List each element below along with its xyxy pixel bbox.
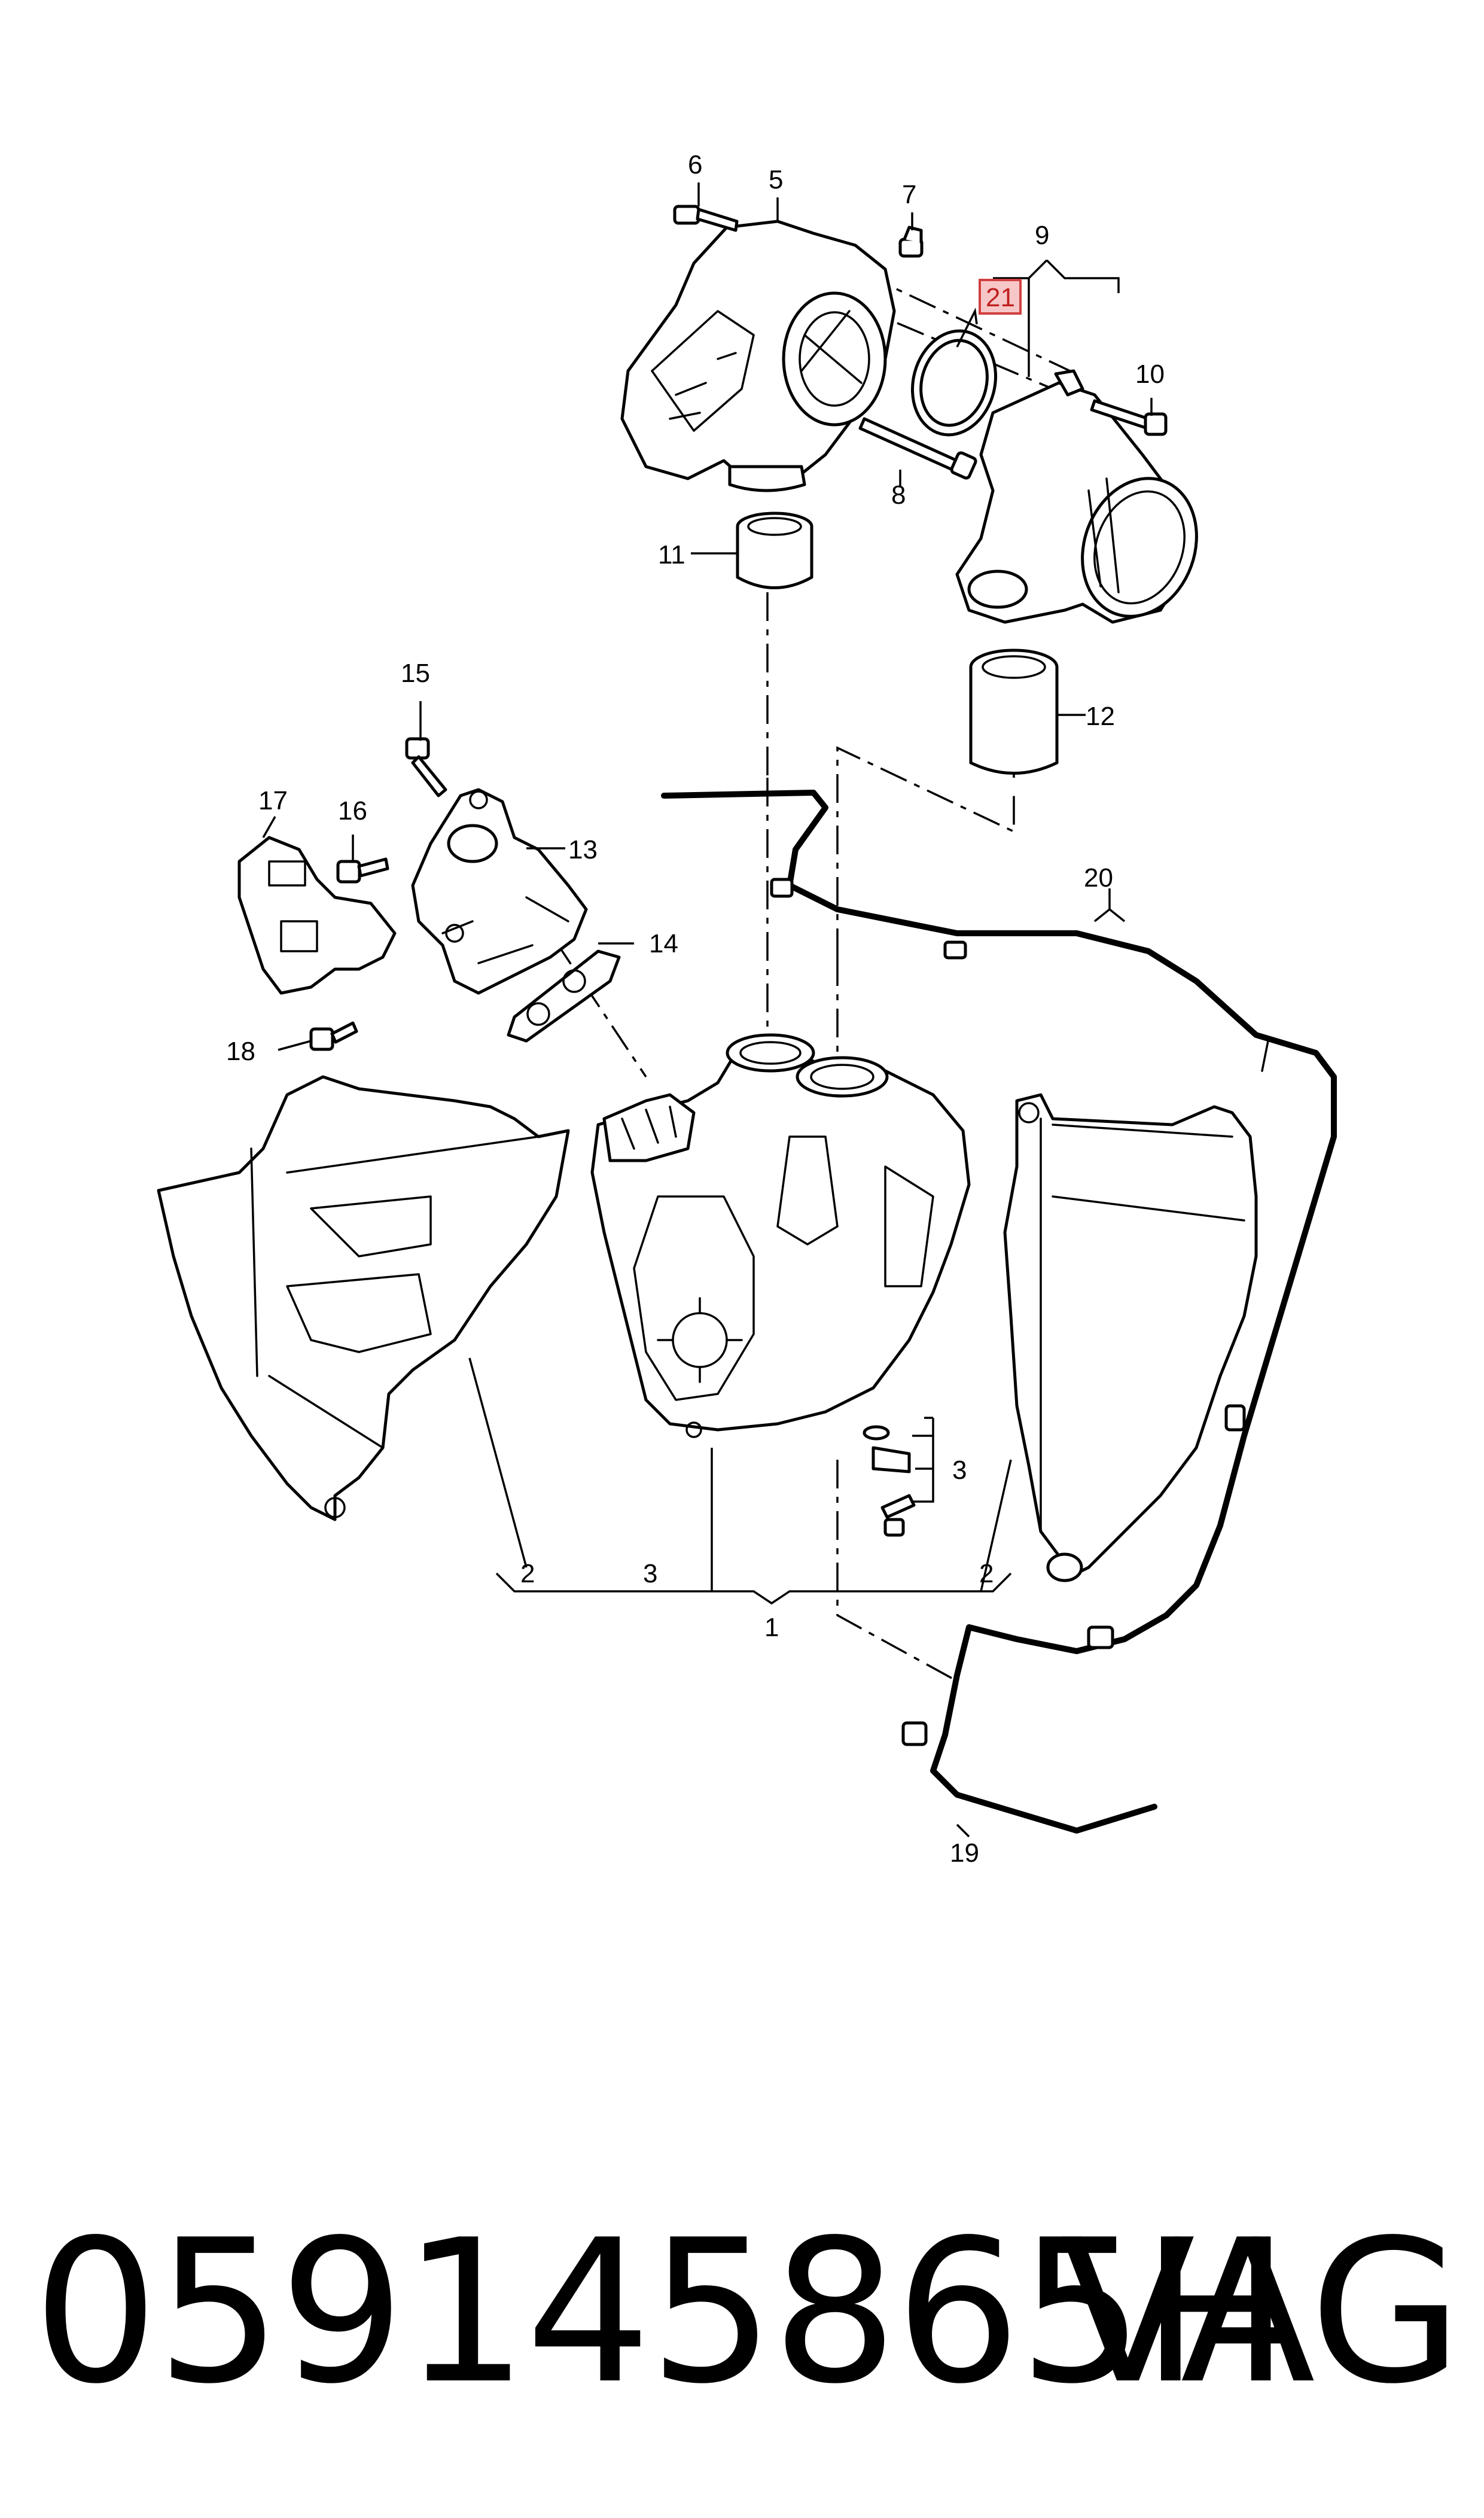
part-2-heat-shield-left	[157, 1075, 570, 1521]
callout-6: 6	[688, 150, 702, 179]
part-1-turbocharger	[590, 1033, 971, 1438]
part-3-fasteners	[863, 1425, 916, 1537]
part-16-bolt	[336, 857, 389, 884]
part-8-bolt	[858, 417, 977, 480]
part-14-gasket	[507, 949, 621, 1043]
part-13-flange	[411, 788, 588, 995]
callout-19: 19	[950, 1838, 979, 1868]
part-5-housing	[620, 220, 896, 492]
callout-16: 16	[338, 796, 367, 826]
callout-9: 9	[1035, 221, 1049, 250]
callout-2-left: 2	[520, 1559, 535, 1588]
callout-3-right: 3	[952, 1456, 967, 1485]
part-6-bolt	[673, 205, 739, 232]
callout-15: 15	[401, 659, 430, 688]
callout-7: 7	[902, 180, 916, 209]
part-18-bolt	[309, 1021, 358, 1051]
callout-18: 18	[226, 1037, 255, 1066]
callout-10: 10	[1135, 360, 1165, 389]
part-9-elbow-pipe	[955, 369, 1198, 624]
part-17-bracket	[237, 836, 397, 995]
callout-21: 21	[986, 283, 1015, 312]
callout-5: 5	[769, 165, 783, 194]
part-2-heat-shield-right	[1003, 1093, 1258, 1582]
part-10-bolt	[1090, 399, 1168, 436]
leader-lines	[262, 182, 1153, 1838]
callout-12: 12	[1086, 702, 1115, 731]
part-number-label: 059145865H	[33, 2197, 1290, 2427]
callout-1: 1	[764, 1613, 779, 1642]
callout-17: 17	[258, 786, 288, 815]
callout-3-center: 3	[643, 1559, 657, 1588]
part-15-bolt	[405, 737, 447, 797]
part-7-bolt	[898, 226, 924, 258]
callout-21-highlight	[979, 279, 1022, 315]
callout-13: 13	[568, 835, 598, 864]
part-20-line	[661, 790, 1337, 1738]
callout-2-right: 2	[979, 1559, 994, 1588]
part-11-sleeve	[736, 511, 813, 589]
part-12-sleeve	[969, 648, 1059, 775]
callout-14: 14	[649, 929, 678, 958]
callout-8: 8	[891, 480, 906, 510]
callouts: 6 5 7 9 21 10 8 11 12 15 13 17 16 14 18 …	[226, 150, 1165, 1868]
callout-11: 11	[658, 540, 685, 570]
callout-20: 20	[1084, 863, 1113, 893]
part-19-line	[901, 1721, 1157, 1834]
part-21-o-ring	[910, 329, 998, 437]
brand-label: VAG	[1060, 2197, 1462, 2427]
